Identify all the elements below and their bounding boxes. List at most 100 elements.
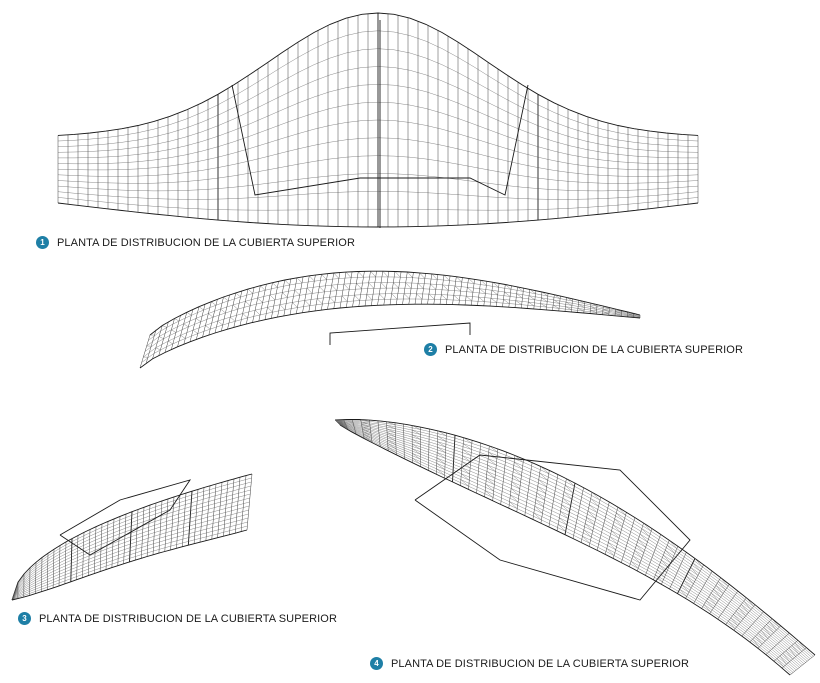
mesh-purlin — [57, 197, 699, 211]
mesh-brace — [485, 484, 494, 492]
mesh-brace — [267, 307, 273, 313]
mesh-brace — [331, 284, 337, 291]
mesh-brace — [794, 642, 802, 652]
mesh-purlin — [57, 137, 699, 177]
mesh-brace — [720, 577, 729, 587]
mesh-brace — [430, 283, 436, 290]
mesh-brace — [480, 280, 487, 286]
mesh-brace — [489, 445, 498, 453]
mesh-brace — [741, 604, 749, 613]
mesh-brace — [361, 426, 371, 431]
mesh-purlin — [335, 420, 813, 658]
mesh-brace — [335, 420, 345, 422]
mesh-brace — [436, 457, 446, 465]
mesh-brace — [463, 443, 472, 450]
mesh-brace — [317, 298, 323, 305]
mesh-brace — [405, 282, 412, 289]
mesh-brace — [505, 284, 512, 290]
mesh-brace — [771, 618, 780, 628]
mesh-brace — [636, 544, 644, 553]
mesh-brace — [769, 621, 777, 631]
mesh-brace — [563, 491, 573, 500]
mesh-brace — [667, 545, 675, 554]
mesh-purlin — [11, 473, 253, 601]
mesh-brace — [306, 287, 313, 294]
mesh-brace — [379, 293, 385, 300]
mesh-brace — [728, 621, 736, 629]
mesh-brace — [565, 301, 572, 306]
mesh-brace — [343, 283, 350, 290]
mesh-purlin — [11, 505, 250, 601]
mesh-brace — [663, 554, 671, 564]
mesh-brace — [591, 492, 601, 501]
mesh-brace — [437, 452, 446, 459]
mesh-brace — [703, 604, 712, 613]
mesh-brace — [269, 294, 276, 300]
mesh-brace — [553, 304, 560, 309]
mesh-purlin — [57, 30, 699, 142]
mesh-brace — [487, 458, 497, 466]
mesh-brace — [577, 308, 584, 312]
mesh-brace — [537, 486, 546, 494]
mesh-brace — [706, 600, 714, 609]
mesh-brace — [708, 596, 716, 605]
mesh-brace — [431, 273, 438, 280]
mesh-brace — [535, 499, 544, 507]
mesh-brace — [615, 311, 622, 314]
mesh-brace — [337, 422, 347, 426]
mesh-brace — [615, 308, 622, 312]
mesh-brace — [566, 478, 575, 487]
mesh-brace — [785, 650, 793, 660]
mesh-purlin — [334, 418, 816, 656]
mesh-purlin — [338, 423, 797, 671]
mesh-brace — [155, 347, 161, 351]
mesh-purlin — [57, 155, 699, 184]
mesh-brace — [606, 548, 615, 556]
mesh-brace — [391, 293, 398, 300]
mesh-brace — [387, 436, 396, 441]
mesh-brace — [333, 272, 340, 279]
mesh-purlin — [11, 513, 249, 601]
mesh-purlin — [57, 202, 699, 228]
mesh-brace — [562, 498, 571, 506]
mesh-brace — [453, 295, 460, 301]
mesh-brace — [416, 293, 423, 300]
mesh-brace — [360, 419, 370, 422]
mesh-brace — [614, 518, 623, 527]
mesh-brace — [437, 446, 446, 453]
mesh-brace — [437, 430, 447, 436]
mesh-brace — [437, 441, 446, 448]
mesh-brace — [436, 463, 445, 470]
mesh-brace — [223, 296, 229, 302]
mesh-brace — [565, 306, 572, 310]
mesh-brace — [730, 617, 738, 626]
mesh-brace — [478, 296, 485, 302]
mesh-brace — [779, 655, 787, 665]
mesh-purlin — [335, 420, 811, 659]
mesh-brace — [354, 294, 360, 301]
mesh-purlin — [337, 422, 802, 667]
mesh-brace — [634, 550, 643, 558]
mesh-brace — [242, 313, 248, 319]
mesh-purlin — [57, 119, 699, 171]
mesh-brace — [462, 449, 472, 456]
mesh-brace — [578, 304, 585, 308]
caption-text: PLANTA DE DISTRIBUCION DE LA CUBIERTA SU… — [39, 612, 338, 625]
mesh-brace — [661, 559, 669, 568]
mesh-purlin — [11, 485, 251, 601]
mesh-brace — [382, 271, 389, 278]
mesh-brace — [738, 607, 746, 617]
mesh-brace — [791, 645, 799, 655]
mesh-brace — [590, 309, 597, 313]
mesh-brace — [665, 549, 673, 559]
mesh-brace — [386, 421, 396, 425]
mesh-brace — [485, 490, 494, 498]
mesh-brace — [517, 286, 524, 292]
mesh-brace — [587, 510, 596, 519]
mesh-brace — [217, 320, 223, 326]
mesh-brace — [387, 432, 396, 437]
mesh-purlin — [144, 287, 641, 352]
mesh-brace — [362, 431, 372, 436]
mesh-brace — [195, 318, 201, 322]
mesh-purlin — [11, 529, 248, 601]
